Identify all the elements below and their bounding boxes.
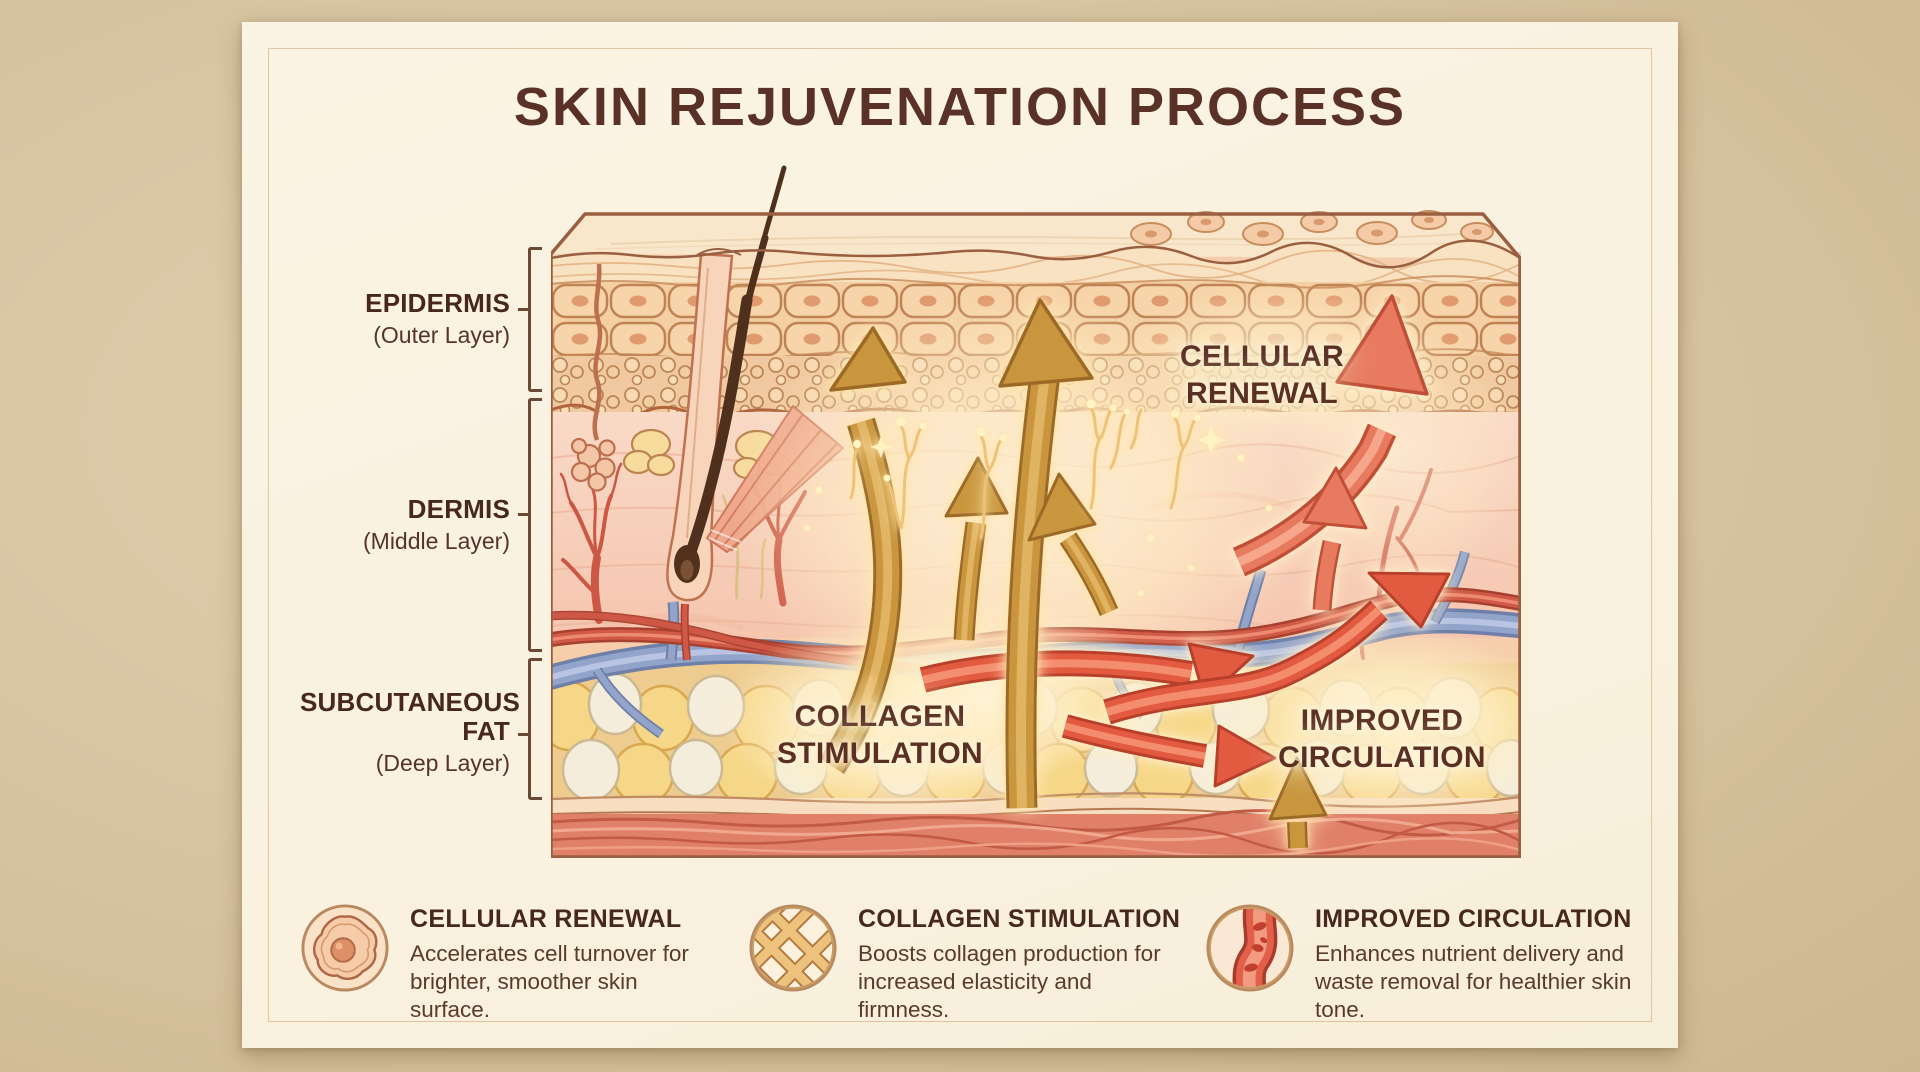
hair-shaft: [674, 165, 787, 583]
legend-item-improved-circulation: IMPROVED CIRCULATION Enhances nutrient d…: [1205, 903, 1655, 1024]
sparkle-dots: [804, 399, 1272, 596]
blood-vessel-icon: [1206, 904, 1294, 992]
diagram-label-collagen-stimulation: COLLAGEN STIMULATION: [776, 700, 984, 770]
bracket-tick: [518, 308, 529, 311]
surface-cell-nuclei: [1145, 217, 1482, 238]
bracket-tick: [518, 513, 529, 516]
legend-item-collagen-stimulation: COLLAGEN STIMULATION Boosts collagen pro…: [748, 903, 1188, 1024]
legend-title: IMPROVED CIRCULATION: [1315, 905, 1632, 933]
legend-description: Accelerates cell turnover for brighter, …: [410, 941, 689, 1022]
collagen-arrows: [819, 298, 1328, 849]
layer-label-subcutaneous-fat: SUBCUTANEOUS FAT (Deep Layer): [300, 687, 521, 777]
layer-name: DERMIS: [407, 494, 510, 524]
legend-title: COLLAGEN STIMULATION: [858, 905, 1181, 933]
layer-label-dermis: DERMIS (Middle Layer): [280, 495, 510, 555]
diagram-label-improved-circulation: IMPROVED CIRCULATION: [1278, 704, 1486, 774]
collagen-weave-icon: [749, 904, 837, 992]
legend-title: CELLULAR RENEWAL: [410, 905, 682, 933]
layer-label-epidermis: EPIDERMIS (Outer Layer): [280, 289, 510, 349]
layer-sublabel: (Outer Layer): [373, 322, 510, 348]
skin-top-face: [551, 210, 1520, 258]
cell-icon: [301, 904, 389, 992]
epidermis-bracket: [518, 247, 542, 392]
layer-name: SUBCUTANEOUS FAT: [300, 687, 521, 746]
legend-description: Boosts collagen production for increased…: [858, 941, 1161, 1022]
skin-cross-section-illustration: [551, 165, 1521, 858]
circulation-arrows: [919, 571, 1451, 788]
layer-sublabel: (Middle Layer): [363, 528, 510, 554]
legend-text: COLLAGEN STIMULATION Boosts collagen pro…: [858, 903, 1188, 1024]
layer-sublabel: (Deep Layer): [375, 750, 510, 776]
sparkle-dendrites: [804, 399, 1272, 728]
diagram-label-cellular-renewal: CELLULAR RENEWAL: [1179, 340, 1345, 410]
muscle-layer: [551, 809, 1521, 858]
block-outline: [551, 212, 1521, 858]
bracket-tick: [518, 733, 529, 736]
legend-text: CELLULAR RENEWAL Accelerates cell turnov…: [410, 903, 722, 1024]
dermis-bracket: [518, 398, 542, 652]
legend-text: IMPROVED CIRCULATION Enhances nutrient d…: [1315, 903, 1647, 1024]
legend-item-cellular-renewal: CELLULAR RENEWAL Accelerates cell turnov…: [300, 903, 730, 1024]
renewal-arrows: [1232, 294, 1429, 611]
hair-follicle: [666, 252, 734, 602]
infographic-card: SKIN REJUVENATION PROCESS: [242, 22, 1678, 1048]
layer-name: EPIDERMIS: [365, 288, 510, 318]
subcutaneous-fat-bracket: [518, 658, 542, 800]
sweat-gland: [570, 263, 616, 492]
legend-description: Enhances nutrient delivery and waste rem…: [1315, 941, 1632, 1022]
page-title: SKIN REJUVENATION PROCESS: [513, 77, 1407, 137]
